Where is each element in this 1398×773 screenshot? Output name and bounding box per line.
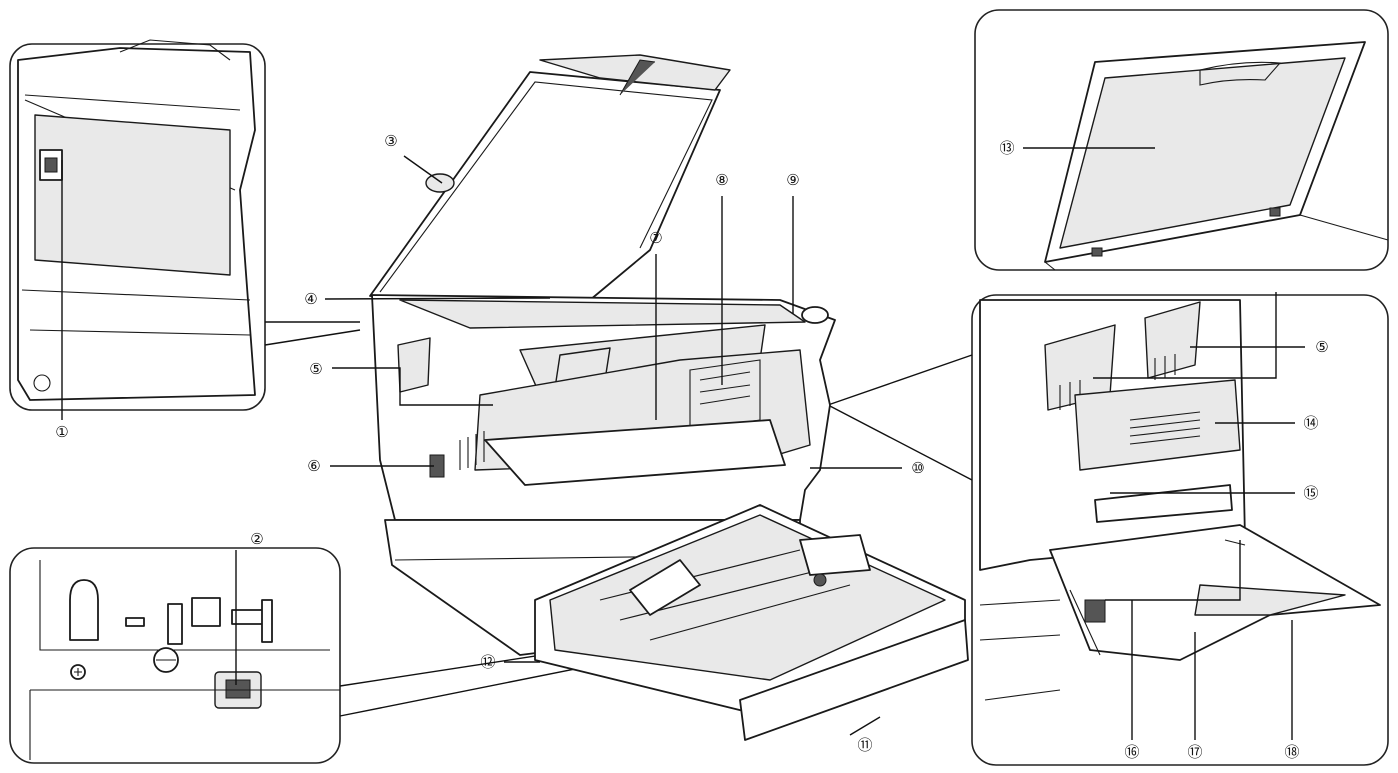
callout-10: ⑩ [911,459,924,477]
svg-text:⑨: ⑨ [786,171,799,189]
svg-text:⑫: ⑫ [480,653,495,671]
callout-4: ④ [304,290,317,308]
svg-text:①: ① [55,423,68,441]
callout-15: ⑮ [1303,484,1318,502]
svg-text:⑥: ⑥ [307,457,320,475]
callout-2: ② [250,530,263,548]
callout-12: ⑫ [480,653,495,671]
callout-13: ⑬ [999,139,1014,157]
inset-rear-port [9,39,266,411]
svg-text:⑬: ⑬ [999,139,1014,157]
callout-3: ③ [384,132,397,150]
callout-5-main: ⑤ [309,360,322,378]
svg-text:⑰: ⑰ [1187,743,1202,761]
document-mat [1059,57,1346,249]
svg-text:⑦: ⑦ [649,229,662,247]
callout-1: ① [55,423,68,441]
svg-text:⑧: ⑧ [715,171,728,189]
callout-14: ⑭ [1303,414,1318,432]
svg-text:⑱: ⑱ [1284,743,1299,761]
copier-main-unit [369,54,969,741]
callout-8: ⑧ [715,171,728,189]
power-button-icon [801,306,829,324]
callout-11: ⑪ [857,736,872,754]
callout-16: ⑯ [1124,743,1139,761]
callout-6: ⑥ [307,457,320,475]
svg-text:③: ③ [384,132,397,150]
callout-7: ⑦ [649,229,662,247]
inset-tray-lever [9,547,341,764]
document-glass [399,299,806,329]
document-feeder-lid [369,71,721,301]
svg-text:④: ④ [304,290,317,308]
svg-text:②: ② [250,530,263,548]
svg-text:⑭: ⑭ [1303,414,1318,432]
callout-5-inset: ⑤ [1315,338,1328,356]
inset-side-bypass [971,294,1389,766]
handle-left [397,337,431,393]
inset-document-cover [974,9,1389,271]
leader-lines [61,147,1305,740]
callout-18: ⑱ [1284,743,1299,761]
svg-text:⑩: ⑩ [911,459,924,477]
feeder-roller [425,173,455,193]
svg-text:⑤: ⑤ [1315,338,1328,356]
svg-text:⑤: ⑤ [309,360,322,378]
svg-text:⑮: ⑮ [1303,484,1318,502]
side-cover-handle [1094,484,1233,523]
svg-text:⑪: ⑪ [857,736,872,754]
callout-17: ⑰ [1187,743,1202,761]
svg-text:⑯: ⑯ [1124,743,1139,761]
callout-9: ⑨ [786,171,799,189]
